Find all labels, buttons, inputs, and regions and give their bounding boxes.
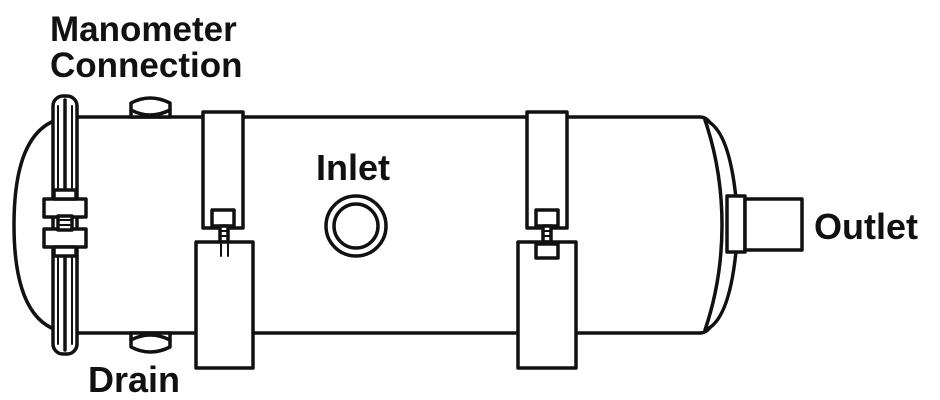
manometer-port	[129, 96, 172, 119]
inlet-fitting	[324, 194, 388, 258]
manometer-connection-label: Manometer Connection	[50, 12, 242, 84]
drain-label: Drain	[88, 359, 181, 400]
inlet-label: Inlet	[316, 147, 391, 188]
right-strap-mount	[516, 110, 578, 370]
manometer-label-line2: Connection	[50, 46, 243, 85]
outlet-pipe	[725, 194, 804, 254]
left-strap-mount	[194, 110, 255, 370]
drain-port	[129, 331, 172, 354]
tank-end-cap	[703, 118, 740, 332]
left-flange-band	[42, 94, 88, 356]
manometer-label-line1: Manometer	[50, 10, 237, 49]
outlet-label: Outlet	[814, 206, 918, 247]
